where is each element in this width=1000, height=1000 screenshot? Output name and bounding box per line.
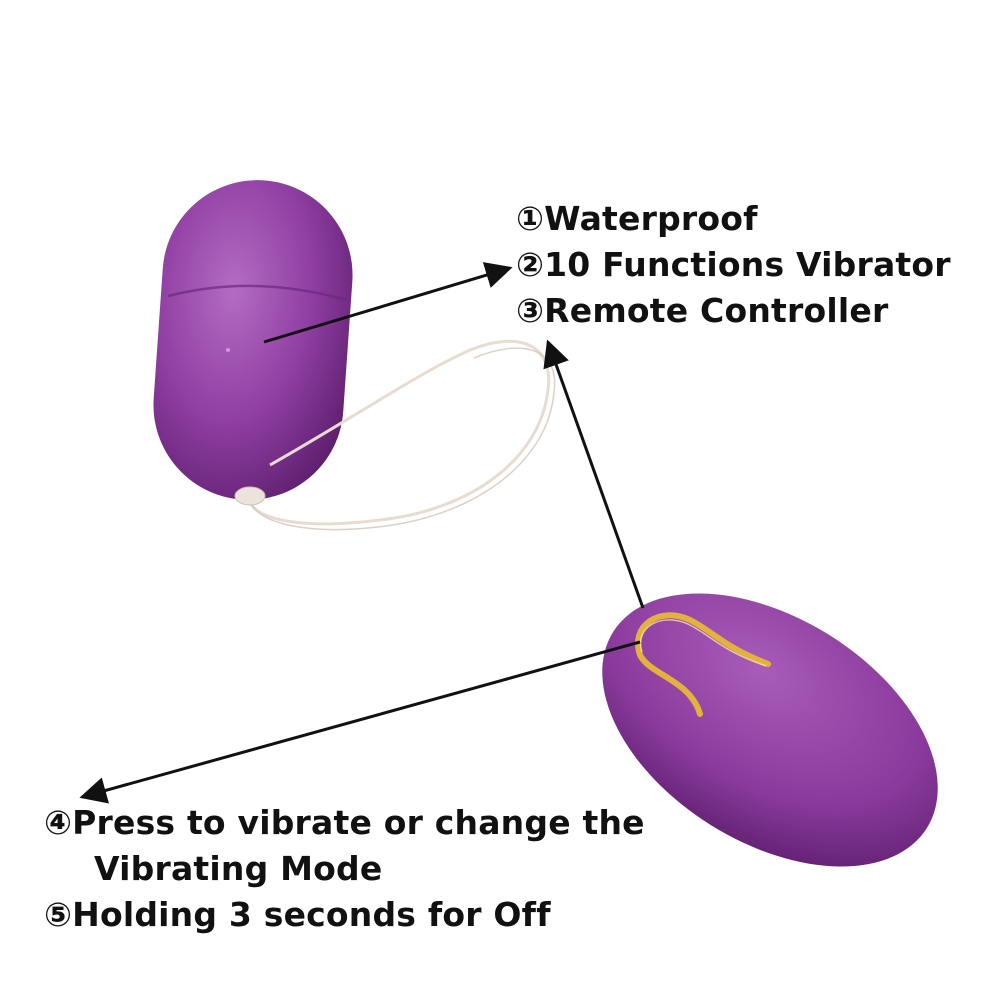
arrow-egg bbox=[263, 262, 513, 344]
arrow-remote-up bbox=[543, 339, 645, 609]
remote-controller bbox=[602, 593, 938, 867]
bullet-egg bbox=[153, 180, 353, 500]
instruction-press-cont: Vibrating Mode bbox=[94, 849, 383, 888]
feature-remote: ③Remote Controller bbox=[516, 291, 889, 330]
feature-list: ①Waterproof ②10 Functions Vibrator ③Remo… bbox=[516, 196, 951, 334]
arrow-button bbox=[79, 640, 641, 804]
callout-arrows bbox=[79, 262, 645, 804]
control-instructions: ④Press to vibrate or change the Vibratin… bbox=[44, 800, 645, 938]
feature-waterproof: ①Waterproof bbox=[516, 199, 758, 238]
gold-button-icon bbox=[635, 612, 771, 717]
instruction-hold: ⑤Holding 3 seconds for Off bbox=[44, 895, 551, 934]
instruction-press: ④Press to vibrate or change the bbox=[44, 803, 645, 842]
cord bbox=[234, 339, 556, 531]
feature-functions: ②10 Functions Vibrator bbox=[516, 245, 951, 284]
